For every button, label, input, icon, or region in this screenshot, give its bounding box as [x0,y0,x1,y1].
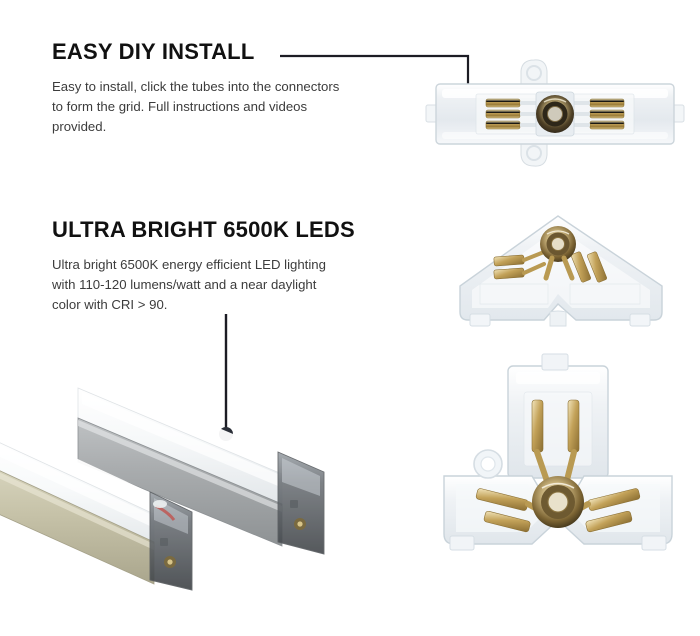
feature-heading-easy-diy-install: EASY DIY INSTALL [52,39,255,64]
led-tube-front [0,424,193,591]
endcap-front [149,491,193,591]
center-contact-hub [532,476,584,528]
brass-contacts-left [493,250,546,280]
center-contact-hub [535,91,575,137]
mounting-lug-top [520,59,548,89]
center-contact-hub [540,226,576,281]
mounting-lug-bottom [549,310,567,327]
product-image-led-tubes [0,372,325,591]
endcap-rear [277,451,325,555]
arm-upper [507,353,609,479]
mounting-clip-left [469,313,491,327]
mounting-lug-bottom [520,137,548,167]
feature-block-ultra-bright-leds: ULTRA BRIGHT 6500K LEDS Ultra bright 650… [52,218,355,315]
brass-contacts-right [571,251,607,283]
product-image-corner-connector [459,215,663,327]
feature-body-ultra-bright-leds: Ultra bright 6500K energy efficient LED … [52,257,326,313]
brass-contacts-right [572,98,625,130]
feature-block-easy-diy-install: EASY DIY INSTALL Easy to install, click … [52,40,352,137]
feature-body-easy-diy-install: Easy to install, click the tubes into th… [52,79,340,135]
mounting-clip-right [629,313,651,327]
led-tube-rear [77,372,325,555]
brass-contacts-upper [531,399,580,487]
brass-contacts-lower-left [475,488,549,533]
mounting-ring [473,449,503,479]
feature-heading-ultra-bright-leds: ULTRA BRIGHT 6500K LEDS [52,217,355,242]
product-image-tee-connector [443,353,673,551]
brass-contacts-left [485,98,538,130]
product-image-straight-connector [425,59,685,167]
